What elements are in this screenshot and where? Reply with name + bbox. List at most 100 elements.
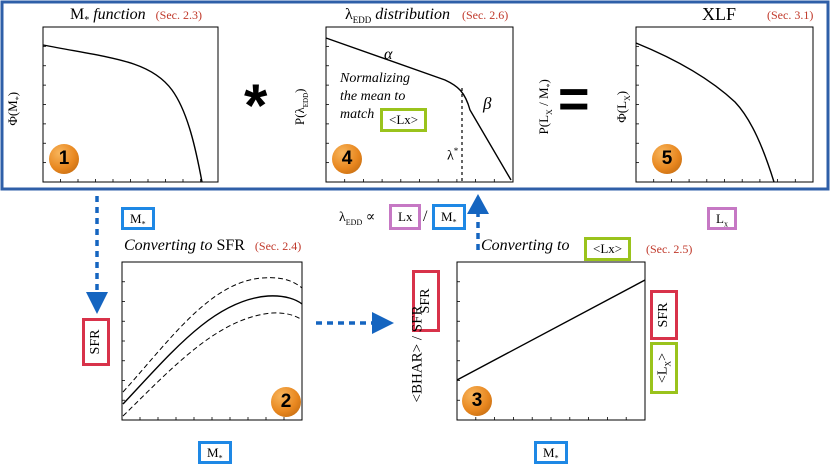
- xlf-title: XLF: [702, 4, 737, 24]
- eddington-title-italic: distribution: [371, 6, 450, 23]
- mstar-ylabel: Φ(M*): [5, 79, 23, 139]
- note-line-2: the mean to: [340, 89, 406, 104]
- alpha-label: α: [384, 46, 393, 63]
- mstar-title-main: M: [70, 6, 85, 23]
- lx-box-right-text: L: [716, 211, 724, 226]
- convolve-operator: *: [244, 72, 268, 139]
- bhar-sfr-box: SFR: [412, 270, 440, 332]
- xlf-left-label-sub2: *: [544, 83, 554, 88]
- arrow-down: [86, 196, 108, 314]
- xlf-left-label: P(LX / M*): [536, 72, 554, 142]
- xlf-curve: [635, 42, 775, 183]
- step-badge-1: 1: [49, 144, 79, 174]
- bhar-line: [456, 279, 646, 381]
- mstar-box-br-text: M: [543, 445, 555, 460]
- mstar-box-top: M*: [121, 207, 155, 230]
- mstar-ylabel-end: ): [5, 91, 21, 97]
- sfr-section: (Sec. 2.4): [254, 239, 302, 253]
- arrow-up: [467, 194, 489, 250]
- relation-lambda: λ: [339, 210, 346, 225]
- sfr-title-italic: Converting to: [124, 237, 217, 254]
- mstar-box-bottom-right: M*: [534, 441, 568, 464]
- mstar-ylabel-sub: *: [13, 96, 23, 101]
- xlf-ylabel-sub: X: [622, 95, 632, 101]
- eddington-ylabel: P(λEDD): [292, 74, 310, 140]
- arrow-right: [316, 312, 394, 334]
- note-lx-box: <Lx>: [380, 108, 428, 132]
- sfr-title-main: SFR: [216, 237, 245, 254]
- eddington-section: (Sec. 2.6): [461, 8, 509, 22]
- relation-mstar-sub: *: [452, 217, 457, 227]
- xlf-left-label-main: P(L: [536, 114, 552, 135]
- mstar-title-italic: function: [89, 6, 146, 23]
- note-line-1: Normalizing: [340, 71, 411, 86]
- relation-mstar-text: M: [441, 209, 453, 224]
- xlf-left-label-sub: X: [544, 109, 554, 115]
- lx-sfr-top-text: SFR: [656, 302, 671, 328]
- sfr-side-text: SFR: [88, 329, 103, 355]
- mstar-title: M* function (Sec. 2.3): [70, 6, 202, 26]
- eddington-curve: [325, 37, 512, 181]
- eddington-title: λEDD distribution (Sec. 2.6): [345, 6, 508, 25]
- mstar-curve: [42, 44, 203, 183]
- mstar-box-br-sub: *: [554, 453, 559, 463]
- note-line-3: match: [340, 106, 410, 124]
- mstar-box-bl-text: M: [207, 445, 219, 460]
- relation-mstar-box: M*: [432, 204, 466, 230]
- relation-prefix: λEDD ∝: [339, 209, 375, 227]
- step-badge-3: 3: [462, 386, 492, 416]
- normalizing-note: Normalizing the mean to match: [340, 70, 410, 124]
- bhar-title-box: <Lx>: [584, 237, 632, 261]
- relation-lx-box: Lx: [389, 204, 422, 230]
- eddington-ylabel-sub: EDD: [301, 92, 310, 108]
- mstar-box-bl-sub: *: [218, 453, 223, 463]
- relation-slash: /: [423, 208, 428, 225]
- xlf-ylabel-main: Φ(L: [614, 100, 630, 123]
- xlf-section: (Sec. 3.1): [767, 8, 814, 22]
- sfr-lower-curve: [122, 312, 303, 417]
- lambda-star-main: λ: [447, 148, 454, 164]
- lx-sfr-bottom-end: >: [655, 352, 671, 361]
- lx-sfr-bottom-text: <LX>: [656, 353, 673, 383]
- step-badge-4: 4: [332, 144, 362, 174]
- eddington-ylabel-main: P(λ: [292, 107, 308, 126]
- bhar-section: (Sec. 2.5): [646, 242, 693, 256]
- relation-lambda-sub: EDD: [345, 217, 363, 227]
- xlf-left-label-close: ): [536, 79, 552, 84]
- eddington-title-main: λ: [345, 6, 353, 23]
- sfr-upper-curve: [122, 277, 303, 393]
- mstar-box-top-sub: *: [141, 219, 146, 229]
- note-line-3-text: match: [340, 107, 375, 122]
- xlf-left-label-mid: / M: [536, 87, 552, 110]
- step-badge-5: 5: [652, 144, 682, 174]
- lx-box-right-sub: x: [723, 219, 728, 229]
- beta-label: β: [483, 94, 492, 113]
- mstar-ylabel-main: Φ(M: [5, 100, 21, 126]
- mstar-box-bottom-left: M*: [198, 441, 232, 464]
- bhar-ylabel: <BHAR> / SFR: [409, 305, 426, 403]
- lx-box-right: Lx: [707, 207, 737, 230]
- sfr-side-box: SFR: [82, 318, 110, 366]
- bhar-title-italic: Converting to: [481, 237, 570, 254]
- lx-sfr-bottom-box: <LX>: [650, 342, 678, 394]
- lambda-star-sup: *: [453, 146, 459, 156]
- lambda-star-label: λ*: [447, 146, 458, 165]
- bhar-title: Converting to: [481, 237, 569, 255]
- eddington-ylabel-end: ): [292, 88, 308, 93]
- lx-sfr-top-box: SFR: [650, 290, 678, 340]
- xlf-ylabel-end: ): [614, 90, 630, 96]
- mstar-section: (Sec. 2.3): [155, 8, 202, 22]
- top-container: [0, 0, 830, 191]
- sfr-mid-curve: [122, 295, 303, 405]
- tick-marks: [43, 45, 796, 420]
- eddington-title-sub: EDD: [352, 15, 372, 26]
- sfr-title: Converting to SFR (Sec. 2.4): [124, 237, 301, 255]
- mstar-title-sub: *: [84, 15, 90, 27]
- lx-sfr-bottom-sub: X: [663, 360, 673, 367]
- lx-sfr-bottom-main: <L: [655, 366, 671, 384]
- relation-prop: ∝: [362, 210, 376, 225]
- xlf-ylabel: Φ(LX): [614, 76, 632, 138]
- equals-operator: =: [558, 69, 590, 129]
